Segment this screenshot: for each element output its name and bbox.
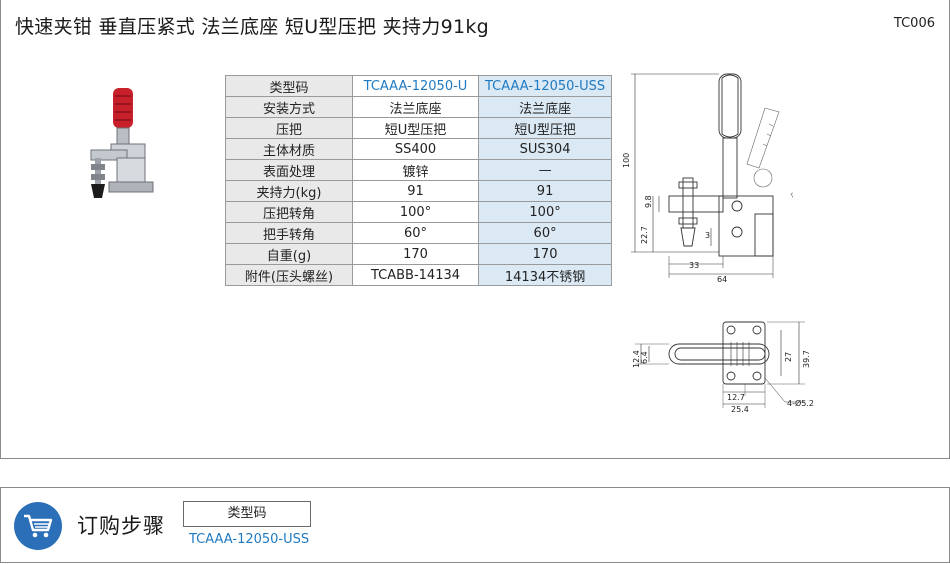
- table-header-row: 类型码 TCAAA-12050-U TCAAA-12050-USS: [225, 75, 613, 97]
- dim-12-7: 12.7: [727, 393, 745, 402]
- cell: 短U型压把: [477, 117, 613, 139]
- cell: 14134不锈钢: [477, 264, 613, 286]
- dim-27: 27: [784, 352, 793, 362]
- header-cell-model-uss[interactable]: TCAAA-12050-USS: [477, 75, 613, 97]
- table-row: 表面处理镀锌—: [225, 159, 613, 181]
- cell: 法兰底座: [352, 96, 479, 118]
- top-view-drawing: 12.4 6.4 27 39.7 12.7 25.4 4-Ø5.2: [632, 321, 814, 414]
- cell: 镀锌: [352, 159, 479, 181]
- type-code-value[interactable]: TCAAA-12050-USS: [189, 532, 310, 547]
- order-section: 订购步骤 类型码 TCAAA-12050-USS: [0, 487, 950, 563]
- type-code-label-box: 类型码: [183, 501, 311, 527]
- cell: 170: [477, 243, 613, 265]
- cell: 法兰底座: [477, 96, 613, 118]
- row-label: 压把: [225, 117, 353, 139]
- row-label: 附件(压头螺丝): [225, 264, 353, 286]
- row-label: 安装方式: [225, 96, 353, 118]
- cell: 91: [352, 180, 479, 202]
- cell: 170: [352, 243, 479, 265]
- row-label: 自重(g): [225, 243, 353, 265]
- page-title: 快速夹钳 垂直压紧式 法兰底座 短U型压把 夹持力91kg: [15, 16, 490, 38]
- order-title: 订购步骤: [77, 514, 165, 538]
- row-label: 把手转角: [225, 222, 353, 244]
- row-label: 压把转角: [225, 201, 353, 223]
- cell: —: [477, 159, 613, 181]
- row-label: 夹持力(kg): [225, 180, 353, 202]
- spec-table: 类型码 TCAAA-12050-U TCAAA-12050-USS 安装方式法兰…: [225, 75, 613, 286]
- table-row: 压把短U型压把短U型压把: [225, 117, 613, 139]
- dim-22-7: 22.7: [640, 226, 649, 244]
- dim-64: 64: [717, 275, 727, 284]
- cell: TCABB-14134: [352, 264, 479, 286]
- cell: SUS304: [477, 138, 613, 160]
- cell: 91: [477, 180, 613, 202]
- product-photo: [90, 88, 154, 198]
- cell: 短U型压把: [352, 117, 479, 139]
- dim-9-8: 9.8: [644, 195, 653, 208]
- product-code: TC006: [893, 16, 935, 31]
- dim-3: 3: [705, 231, 710, 240]
- product-panel: 快速夹钳 垂直压紧式 法兰底座 短U型压把 夹持力91kg TC006 类型码 …: [0, 0, 950, 459]
- cell: 60°: [352, 222, 479, 244]
- dim-33: 33: [689, 261, 699, 270]
- header-cell: 类型码: [225, 75, 353, 97]
- dim-25-4: 25.4: [731, 405, 749, 414]
- shopping-cart-icon: [14, 502, 62, 550]
- dim-39-7: 39.7: [802, 350, 811, 368]
- row-label: 主体材质: [225, 138, 353, 160]
- dim-height: 100: [623, 153, 631, 168]
- table-row: 安装方式法兰底座法兰底座: [225, 96, 613, 118]
- side-view-drawing: 100 9.8 22.7 3 33 64: [623, 73, 793, 284]
- cell: 100°: [352, 201, 479, 223]
- cell: 100°: [477, 201, 613, 223]
- row-label: 表面处理: [225, 159, 353, 181]
- header-cell-model-u[interactable]: TCAAA-12050-U: [352, 75, 479, 97]
- dim-hole: 4-Ø5.2: [787, 398, 814, 408]
- cell: SS400: [352, 138, 479, 160]
- dim-6-4: 6.4: [640, 351, 649, 364]
- dim-12-4: 12.4: [632, 350, 641, 368]
- cell: 60°: [477, 222, 613, 244]
